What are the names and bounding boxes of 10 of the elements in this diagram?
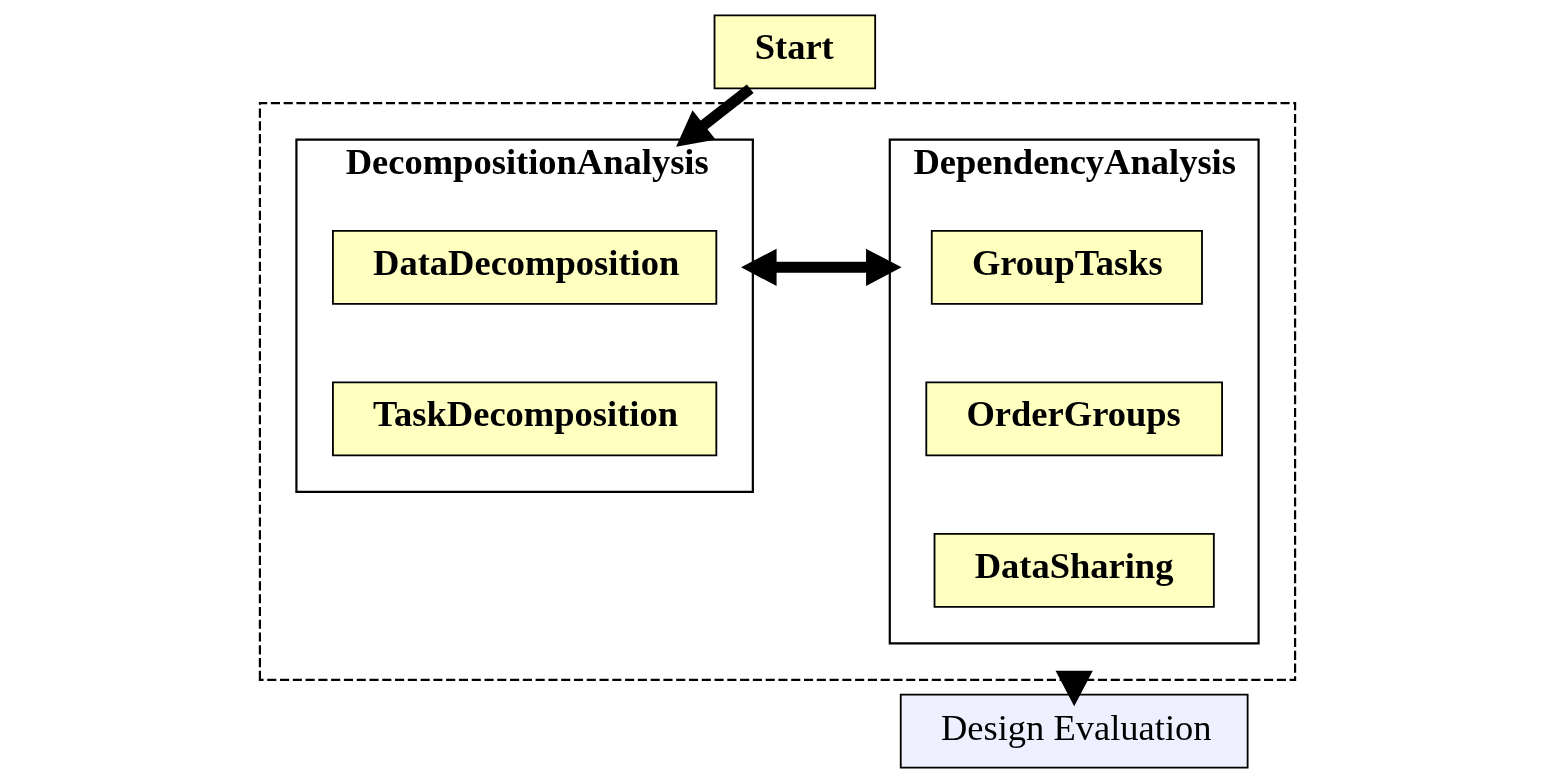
node-box: DataSharing [933, 533, 1215, 608]
node-box: GroupTasks [930, 229, 1203, 305]
cluster [258, 101, 1297, 682]
node-box: DataDecomposition [332, 229, 718, 305]
arrow [1055, 670, 1093, 707]
node-box: TaskDecomposition [332, 381, 718, 457]
node-box: Start [713, 14, 877, 90]
node-box: OrderGroups [925, 381, 1223, 457]
node-box: Design Evaluation [899, 693, 1249, 769]
arrow [741, 248, 902, 286]
